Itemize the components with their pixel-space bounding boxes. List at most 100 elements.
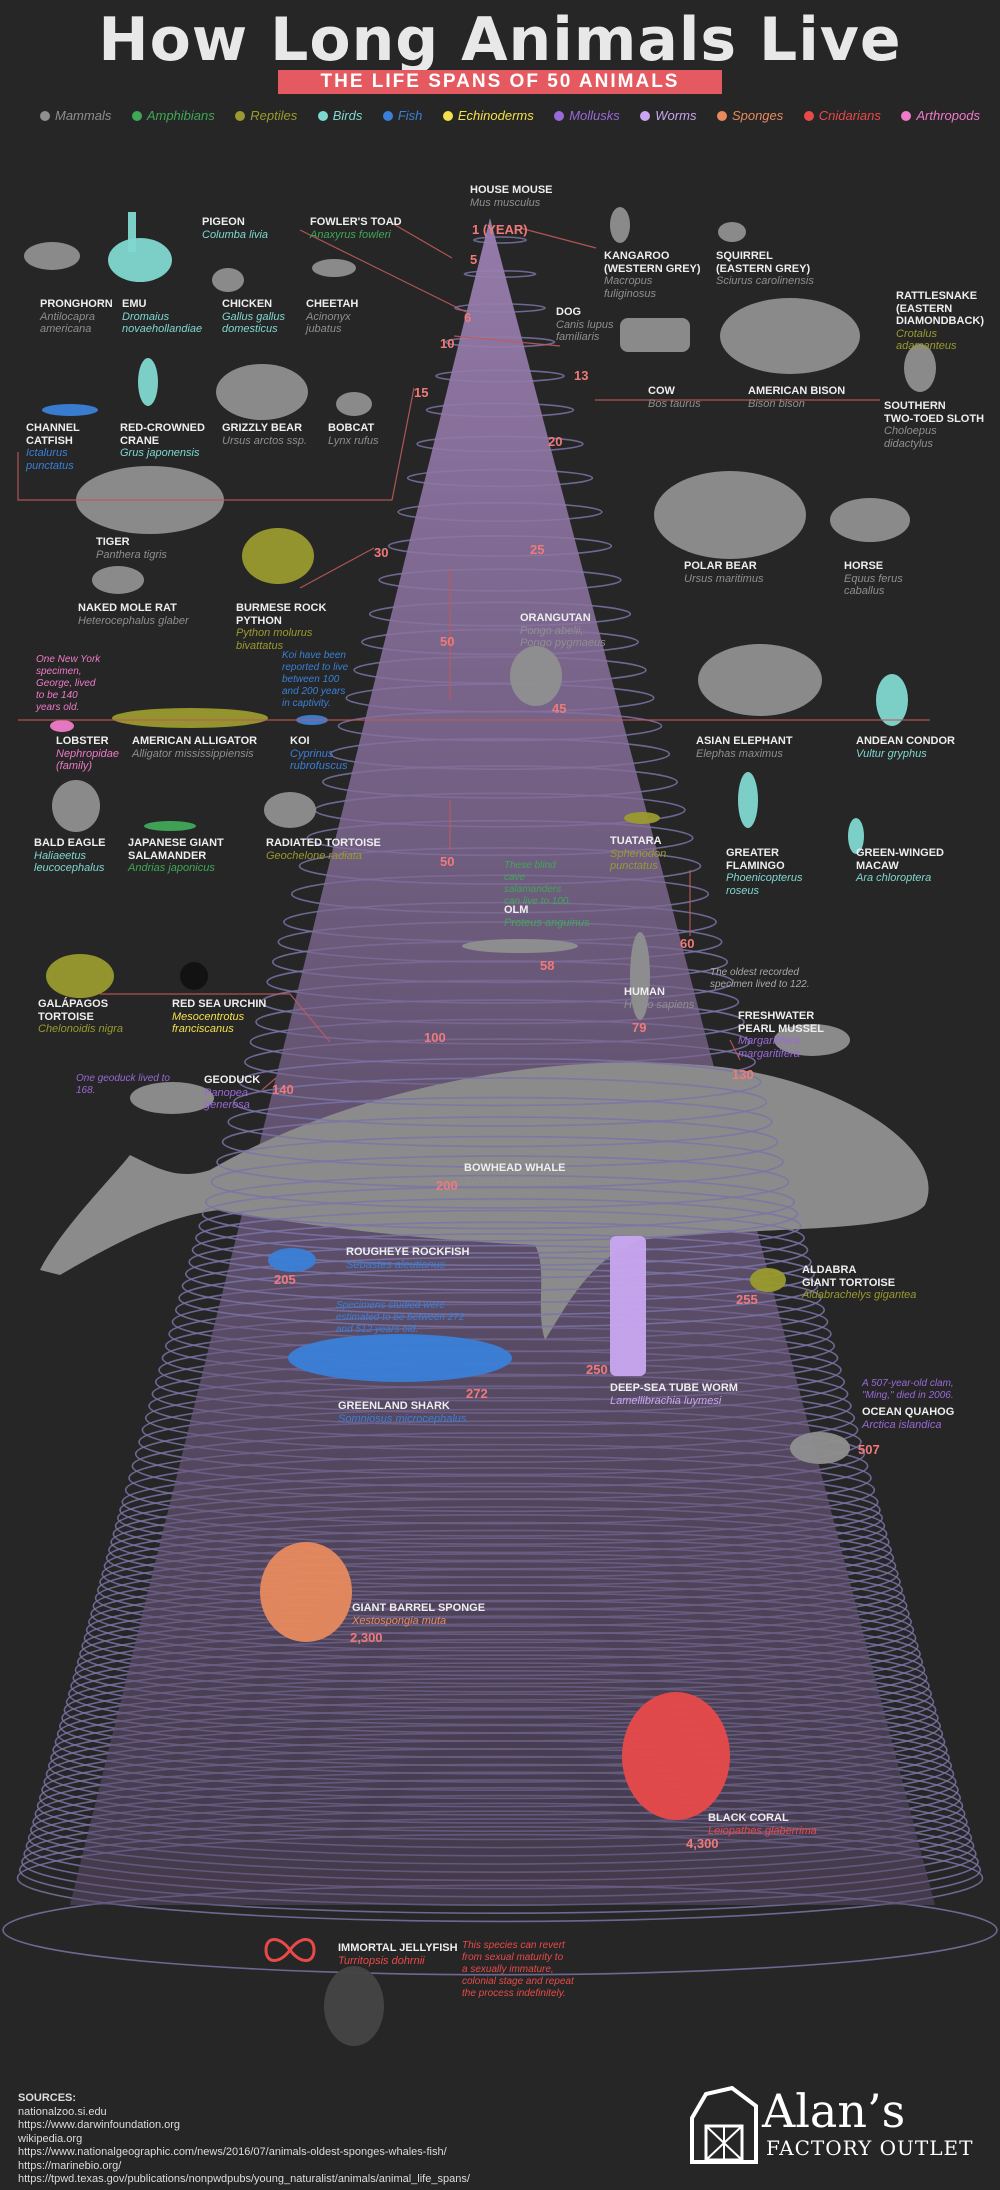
scientific-name: Antilocapra americana — [40, 310, 96, 336]
legend-item-fish: Fish — [382, 108, 423, 123]
animal-label: LobsterNephropidae (family) — [56, 735, 119, 773]
animal-label: House MouseMus musculus — [470, 184, 553, 209]
scientific-name: Grus japonensis — [120, 447, 200, 459]
scientific-name: Panopea generosa — [204, 1086, 250, 1112]
animal-name: Pigeon — [202, 216, 245, 228]
animal-label: American BisonBison bison — [748, 385, 845, 410]
animal-label: BobcatLynx rufus — [328, 422, 379, 447]
legend-item-sponges: Sponges — [716, 108, 783, 123]
animal-label: Southern Two-toed SlothCholoepus didacty… — [884, 400, 984, 450]
lifespan-value: 4,300 — [686, 1836, 719, 1851]
annotation-note: This species can revert from sexual matu… — [462, 1940, 574, 1999]
annotation-note: Koi have been reported to live between 1… — [282, 650, 349, 709]
jellyfish-silhouette — [324, 1966, 384, 2046]
lifespan-value: 58 — [540, 958, 555, 973]
animal-name: Red-crowned Crane — [120, 422, 205, 447]
animal-name: Geoduck — [204, 1074, 261, 1086]
lifespan-value: 100 — [424, 1030, 446, 1045]
annotation-note: Specimens studied were estimated to be b… — [336, 1300, 465, 1335]
polar-bear-silhouette — [654, 471, 806, 559]
rockfish-silhouette — [268, 1248, 316, 1272]
animal-label: CowBos taurus — [648, 385, 701, 410]
connector-line — [100, 993, 331, 1043]
animal-name: Ocean Quahog — [862, 1406, 955, 1418]
source-item[interactable]: https://tpwd.texas.gov/publications/nonp… — [18, 2173, 470, 2185]
animal-name: Tiger — [96, 536, 130, 548]
legend-item-arthropods: Arthropods — [901, 108, 980, 123]
animal-label: CheetahAcinonyx jubatus — [306, 298, 358, 336]
connector-line — [729, 1039, 741, 1061]
galapagos-tortoise-silhouette — [46, 954, 114, 998]
animal-name: Polar Bear — [684, 560, 757, 572]
orangutan-silhouette — [510, 646, 562, 706]
connector-line — [453, 335, 561, 347]
bald-eagle-silhouette — [52, 780, 100, 832]
human-silhouette — [630, 932, 650, 1020]
source-item[interactable]: nationalzoo.si.edu — [18, 2105, 107, 2118]
connector-line — [17, 387, 415, 501]
animal-name: Tuatara — [610, 835, 662, 847]
lifespan-value: 30 — [374, 545, 389, 560]
legend-swatch — [803, 110, 814, 121]
animal-name: Rougheye Rockfish — [346, 1246, 470, 1258]
legend-item-echinoderms: Echinoderms — [442, 108, 534, 123]
legend-label: Echinoderms — [457, 108, 534, 123]
animal-label: Radiated TortoiseGeochelone radiata — [266, 837, 381, 862]
legend-swatch — [382, 110, 393, 121]
animal-name: American Bison — [748, 385, 846, 397]
source-item[interactable]: wikipedia.org — [18, 2132, 83, 2145]
source-item[interactable]: https://www.darwinfoundation.org — [18, 2119, 181, 2131]
bison-silhouette — [720, 298, 860, 374]
scientific-name: Dromaius novaehollandiae — [122, 310, 203, 336]
lifespan-value: 507 — [858, 1442, 880, 1457]
legend-swatch — [716, 110, 727, 121]
scientific-name: Turritopsis dohrnii — [338, 1954, 425, 1967]
animal-name: Channel Catfish — [26, 422, 80, 447]
animal-name: Southern Two-toed Sloth — [884, 400, 985, 425]
spiral-ring — [205, 1174, 795, 1230]
scientific-name: Heterocephalus glaber — [78, 614, 189, 627]
scientific-name: Homo sapiens — [624, 998, 695, 1011]
animal-label: Polar BearUrsus maritimus — [684, 560, 763, 585]
scientific-name: Gallus gallus domesticus — [222, 310, 285, 336]
tuatara-silhouette — [624, 812, 660, 824]
animal-label: Greenland SharkSomniosus microcephalus — [338, 1400, 466, 1425]
animal-name: Chicken — [222, 298, 273, 310]
animal-name: House Mouse — [470, 184, 553, 196]
scientific-name: Alligator mississippiensis — [132, 747, 254, 760]
animal-label: Fowler's ToadAnaxyrus fowleri — [310, 216, 402, 241]
animal-name: Bobcat — [328, 422, 375, 434]
animal-label: Japanese Giant SalamanderAndrias japonic… — [128, 837, 224, 875]
annotation-note: These blind cave salamanders can live to… — [504, 860, 572, 907]
lifespan-value: 130 — [732, 1067, 754, 1082]
scientific-name: Mesocentrotus franciscanus — [172, 1010, 245, 1036]
animal-label: Rougheye RockfishSebastes aleutianus — [346, 1246, 469, 1271]
scientific-name: Geochelone radiata — [266, 849, 363, 862]
source-item[interactable]: https://www.nationalgeographic.com/news/… — [18, 2146, 447, 2158]
legend-label: Arthropods — [916, 108, 980, 123]
animal-label: Asian ElephantElephas maximus — [696, 735, 793, 760]
annotation-note: The oldest recorded specimen lived to 12… — [710, 967, 810, 990]
elephant-silhouette — [698, 644, 822, 716]
animal-name: Aldabra Giant Tortoise — [802, 1264, 896, 1289]
animal-name: Freshwater Pearl Mussel — [738, 1010, 824, 1035]
animal-name: Immortal Jellyfish — [338, 1942, 458, 1954]
animal-name: Dog — [556, 306, 582, 318]
barn-icon — [690, 2085, 758, 2164]
spiral-ring — [181, 1256, 819, 1316]
animal-label: Bowhead WhaleBalaena mysticetus — [464, 1162, 565, 1187]
legend-item-birds: Birds — [317, 108, 362, 123]
lifespan-value: 25 — [530, 542, 545, 557]
animal-label: Andean CondorVultur gryphus — [856, 735, 955, 760]
lifespan-value: 272 — [466, 1386, 488, 1401]
legend-label: Fish — [397, 108, 423, 123]
lifespan-value: 6 — [464, 310, 472, 325]
source-item[interactable]: https://marinebio.org/ — [18, 2159, 122, 2172]
olm-silhouette — [462, 939, 578, 953]
scientific-name: Acinonyx jubatus — [306, 310, 351, 336]
kangaroo-silhouette — [610, 207, 630, 243]
connector-line — [299, 547, 375, 589]
animal-label: TuataraSphenodon punctatus — [610, 835, 666, 873]
lifespan-value: 10 — [440, 336, 455, 351]
animal-label: Bald EagleHaliaeetus leucocephalus — [34, 837, 106, 875]
